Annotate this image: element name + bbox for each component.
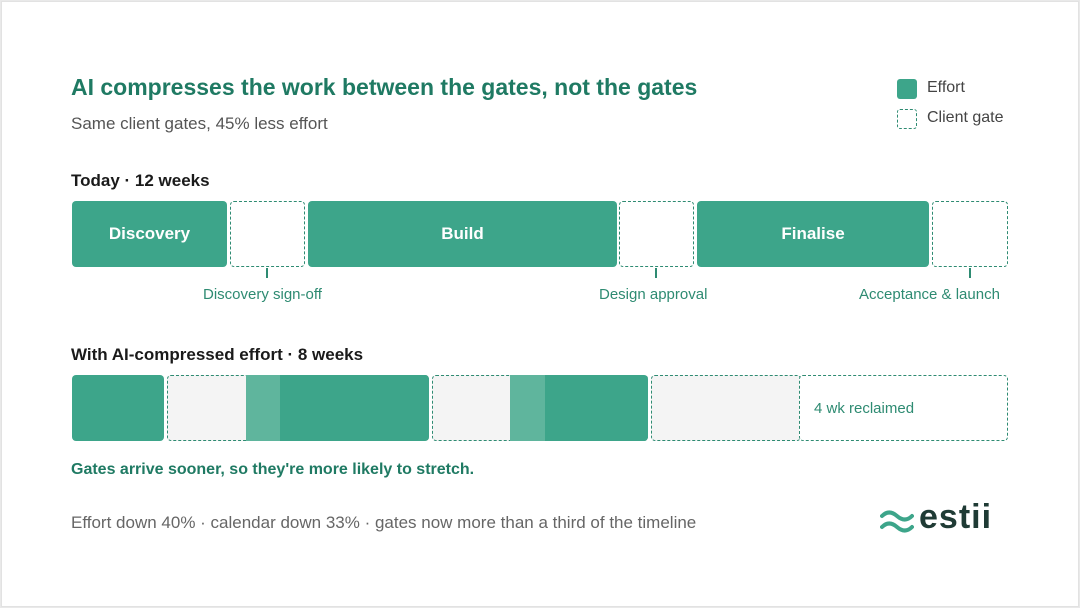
compressed-gate-overlap xyxy=(246,375,280,441)
gate-label-discovery-signoff: Discovery sign-off xyxy=(203,286,322,303)
insight-text: Gates arrive sooner, so they're more lik… xyxy=(71,461,475,478)
compressed-build-segment xyxy=(280,375,429,441)
today-gate-design xyxy=(619,201,694,267)
compressed-label: With AI-compressed effort · 8 weeks xyxy=(71,345,364,364)
compressed-finalise-segment xyxy=(545,375,648,441)
footer-summary: Effort down 40% · calendar down 33% · ga… xyxy=(71,513,697,532)
page-subtitle: Same client gates, 45% less effort xyxy=(71,114,328,133)
legend-gate-swatch xyxy=(897,109,917,129)
today-discovery-segment: Discovery xyxy=(72,201,227,267)
legend-effort-label: Effort xyxy=(927,79,965,96)
reclaimed-segment xyxy=(799,375,1008,441)
legend-gate-label: Client gate xyxy=(927,109,1004,126)
gate-label-design-approval: Design approval xyxy=(599,286,708,303)
reclaimed-label: 4 wk reclaimed xyxy=(814,400,915,417)
gate-tick xyxy=(266,268,268,278)
page-title: AI compresses the work between the gates… xyxy=(71,74,698,100)
brand-logo-icon xyxy=(880,507,914,540)
legend-effort-swatch xyxy=(897,79,917,99)
gate-tick xyxy=(655,268,657,278)
today-gate-acceptance xyxy=(932,201,1008,267)
compressed-gate-acceptance xyxy=(651,375,801,441)
gate-label-acceptance-launch: Acceptance & launch xyxy=(859,286,1000,303)
today-gate-discovery xyxy=(230,201,305,267)
gate-tick xyxy=(969,268,971,278)
today-build-segment: Build xyxy=(308,201,617,267)
today-label: Today · 12 weeks xyxy=(71,171,210,190)
brand-wordmark: estii xyxy=(919,498,993,536)
compressed-gate-overlap xyxy=(510,375,545,441)
compressed-discovery-segment xyxy=(72,375,164,441)
today-finalise-segment: Finalise xyxy=(697,201,929,267)
